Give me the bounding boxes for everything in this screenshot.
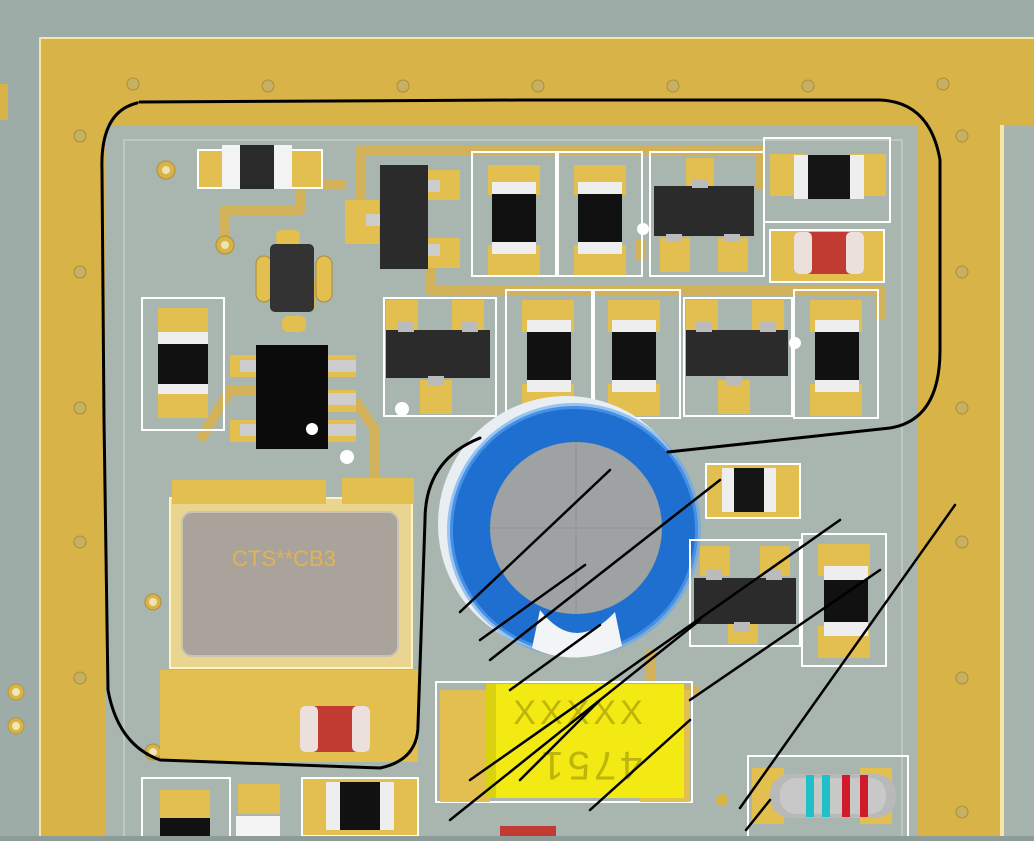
resistor-r3 bbox=[769, 229, 885, 283]
ic-u3 bbox=[345, 165, 460, 269]
resistor-color-band bbox=[860, 775, 868, 817]
capacitor-c6 bbox=[793, 289, 879, 419]
resistor-color-band bbox=[842, 775, 850, 817]
transistor-q3 bbox=[683, 297, 793, 417]
supercapacitor bbox=[438, 396, 701, 658]
capacitor-c7 bbox=[705, 463, 801, 519]
capacitor-c4 bbox=[505, 289, 593, 419]
oscillator-marking: CTS**CB3 bbox=[232, 546, 336, 571]
via-row-top bbox=[73, 77, 969, 819]
ic-u2 bbox=[230, 345, 356, 449]
capacitor-c1 bbox=[141, 297, 225, 431]
capacitor-c2 bbox=[471, 151, 557, 277]
resistor-color-band bbox=[822, 775, 830, 817]
sot-component-u1 bbox=[255, 230, 333, 332]
resistor-r2 bbox=[763, 137, 891, 223]
transistor-q1 bbox=[649, 151, 765, 277]
through-hole-resistor bbox=[747, 755, 909, 839]
resistor-r4 bbox=[300, 706, 370, 752]
capacitor-c3 bbox=[557, 151, 643, 277]
tantalum-marking-line1: XXXXX bbox=[513, 694, 646, 732]
resistor-r1 bbox=[197, 145, 323, 189]
capacitor-c8 bbox=[801, 533, 887, 667]
resistor-color-band bbox=[806, 775, 814, 817]
crystal-oscillator: CTS**CB3 bbox=[160, 478, 418, 762]
transistor-q2 bbox=[383, 297, 497, 417]
hand-drawn-outline bbox=[100, 98, 942, 770]
transistor-q4 bbox=[689, 539, 801, 647]
tantalum-marking-line2: 4751 bbox=[538, 743, 643, 787]
tantalum-capacitor: XXXXX 4751 bbox=[435, 681, 693, 803]
hand-drawn-hatching bbox=[448, 468, 957, 832]
